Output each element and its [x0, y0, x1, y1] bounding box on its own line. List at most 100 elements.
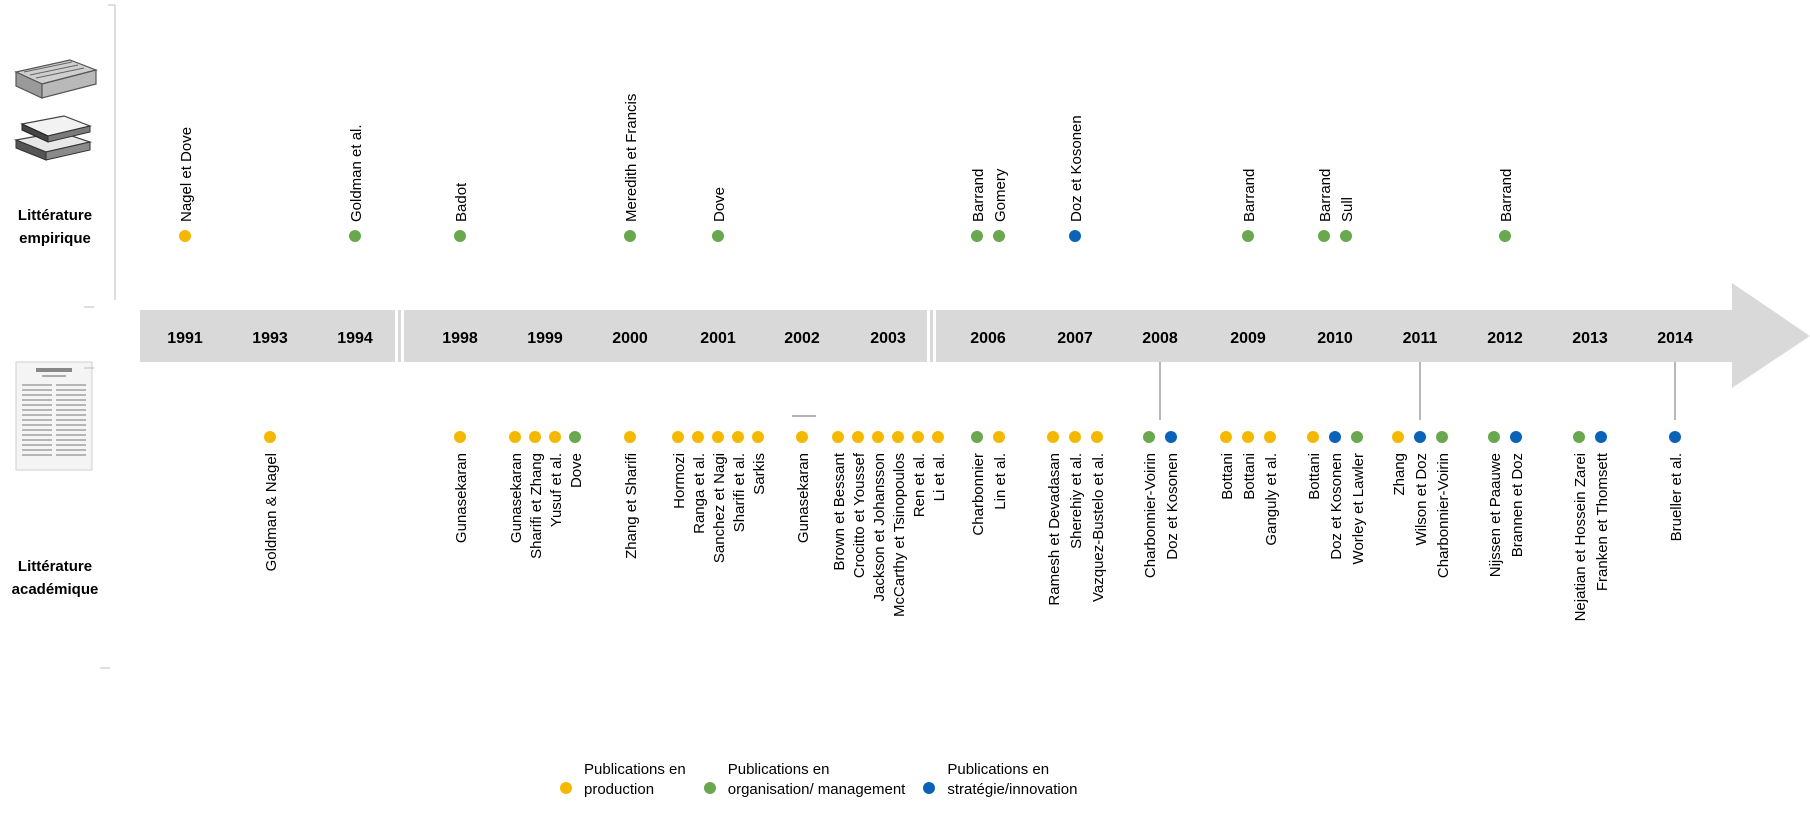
academic-dot: [1329, 431, 1341, 443]
academic-entry-label: Charbonnier: [970, 453, 987, 536]
empirical-dot: [1069, 230, 1081, 242]
timeline-break: [927, 310, 930, 362]
empirical-entry-label: Barrand: [1317, 169, 1334, 222]
academic-dot: [1069, 431, 1081, 443]
academic-dot: [1047, 431, 1059, 443]
academic-dot: [1091, 431, 1103, 443]
academic-dot: [569, 431, 581, 443]
academic-dot: [1392, 431, 1404, 443]
academic-entry-label: Li et al.: [931, 453, 948, 501]
paper-document-icon: [15, 361, 93, 471]
empirical-dot: [1340, 230, 1352, 242]
academic-entry-label: Ren et al.: [911, 453, 928, 517]
empirical-dot: [1499, 230, 1511, 242]
academic-entry-label: Jackson et Johansson: [871, 453, 888, 601]
academic-dot: [692, 431, 704, 443]
legend-item-strategie: Publications en stratégie/innovation: [923, 760, 1077, 800]
academic-entry-label: Doz et Kosonen: [1164, 453, 1181, 560]
academic-entry-label: Bottani: [1219, 453, 1236, 500]
academic-entry-label: Yusuf et al.: [548, 453, 565, 527]
academic-dot: [712, 431, 724, 443]
academic-dot: [509, 431, 521, 443]
year-label: 1998: [442, 330, 478, 347]
academic-dot: [752, 431, 764, 443]
academic-dot: [912, 431, 924, 443]
timeline-arrow: [140, 283, 1810, 388]
year-label: 2014: [1657, 330, 1693, 347]
academic-dot: [549, 431, 561, 443]
empirical-dot: [454, 230, 466, 242]
year-label: 2008: [1142, 330, 1178, 347]
legend-label: Publications en stratégie/innovation: [947, 761, 1078, 798]
year-label: 2001: [700, 330, 736, 347]
academic-dot: [1143, 431, 1155, 443]
academic-dot: [832, 431, 844, 443]
year-label: 2006: [970, 330, 1006, 347]
academic-dot: [932, 431, 944, 443]
year-label: 2011: [1403, 330, 1438, 347]
empirical-dot: [971, 230, 983, 242]
academic-entry-label: Sharifi et Zhang: [528, 453, 545, 559]
academic-entry-label: Sharifi et al.: [731, 453, 748, 532]
academic-dot: [1307, 431, 1319, 443]
academic-entry-label: Zhang: [1391, 453, 1408, 496]
academic-dot: [1165, 431, 1177, 443]
academic-entry-label: Zhang et Sharifi: [623, 453, 640, 559]
academic-entry-label: Sanchez et Nagi: [711, 453, 728, 563]
books-icon: [13, 115, 93, 161]
empirical-entry-label: Goldman et al.: [348, 124, 365, 222]
timeline-break: [933, 310, 936, 362]
academic-entry-label: Franken et Thomsett: [1594, 452, 1611, 591]
empirical-dot: [712, 230, 724, 242]
academic-dot: [1414, 431, 1426, 443]
academic-entry-label: Gunasekaran: [508, 453, 525, 543]
empirical-section-label: Littérature empirique: [17, 207, 93, 247]
academic-dot: [1264, 431, 1276, 443]
year-label: 2012: [1487, 330, 1523, 347]
academic-entry-label: Sarkis: [751, 453, 768, 495]
legend-dot-production: [560, 782, 572, 794]
empirical-entry-label: Meredith et Francis: [623, 94, 640, 222]
academic-dot: [852, 431, 864, 443]
academic-entry-label: Charbonnier-Voirin: [1142, 453, 1159, 578]
empirical-entry-label: Gomery: [992, 168, 1009, 222]
academic-dot: [1351, 431, 1363, 443]
academic-entry-label: Charbonnier-Voirin: [1435, 453, 1452, 578]
academic-dot: [529, 431, 541, 443]
academic-entry-label: Crocitto et Youssef: [851, 452, 868, 578]
legend-item-organisation: Publications en organisation/ management: [703, 760, 906, 800]
legend-label: Publications en production: [584, 761, 686, 798]
academic-entry-label: Dove: [568, 453, 585, 488]
academic-entry-label: Gunasekaran: [795, 453, 812, 543]
academic-dot: [454, 431, 466, 443]
empirical-dot: [624, 230, 636, 242]
empirical-entry-label: Nagel et Dove: [178, 127, 195, 222]
legend: Publications en production Publications …: [560, 760, 1095, 800]
legend-item-production: Publications en production: [560, 760, 686, 800]
timeline-break: [401, 310, 404, 362]
academic-dot: [1595, 431, 1607, 443]
year-label: 1991: [167, 330, 203, 347]
empirical-dot: [993, 230, 1005, 242]
academic-dot: [624, 431, 636, 443]
empirical-dot: [1318, 230, 1330, 242]
academic-entry-label: Nijssen et Paauwe: [1487, 453, 1504, 577]
year-label: 2003: [870, 330, 906, 347]
legend-label: Publications en organisation/ management: [727, 761, 906, 798]
academic-dot: [1488, 431, 1500, 443]
academic-dot: [796, 431, 808, 443]
academic-entry-label: Worley et Lawler: [1350, 453, 1367, 564]
academic-dot: [732, 431, 744, 443]
academic-entry-label: Bottani: [1241, 453, 1258, 500]
academic-entry-label: McCarthy et Tsinopoulos: [891, 453, 908, 617]
year-label: 1993: [252, 330, 288, 347]
year-label: 2000: [612, 330, 648, 347]
academic-entry-label: Doz et Kosonen: [1328, 453, 1345, 560]
academic-section-label: Littérature académique: [11, 558, 99, 598]
academic-entry-label: Sherehiy et al.: [1068, 453, 1085, 549]
year-label: 2010: [1317, 330, 1353, 347]
academic-dot: [672, 431, 684, 443]
academic-dot: [1436, 431, 1448, 443]
empirical-entry-label: Barrand: [1498, 169, 1515, 222]
